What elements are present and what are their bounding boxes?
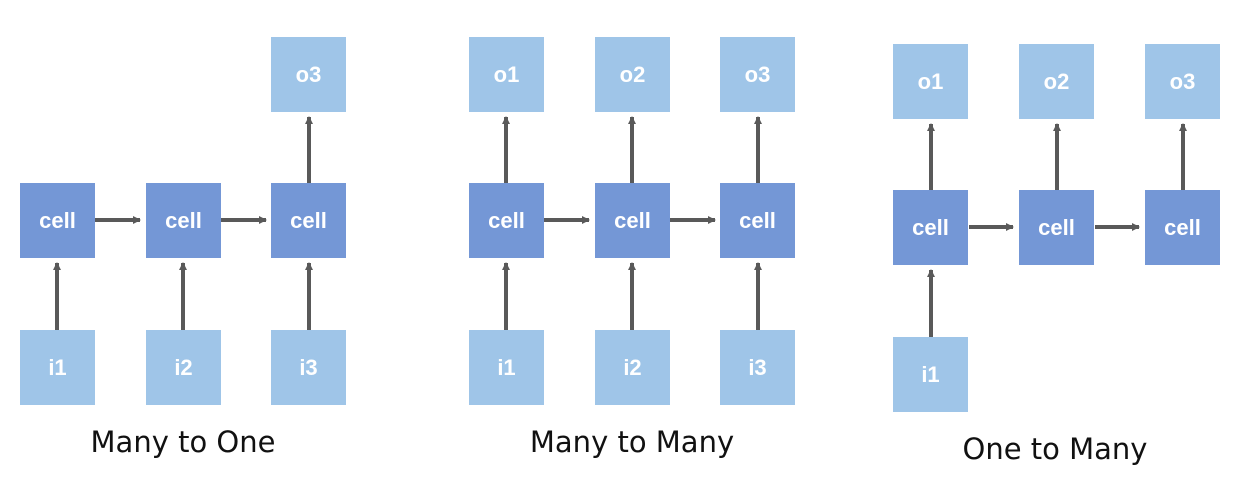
cell-box-3: cell xyxy=(720,183,795,258)
diagram-title-one-to-many: One to Many xyxy=(962,432,1148,466)
output-box-o3: o3 xyxy=(720,37,795,112)
output-box-o2: o2 xyxy=(595,37,670,112)
output-box-o3: o3 xyxy=(271,37,346,112)
cell-box-1: cell xyxy=(469,183,544,258)
input-box-i1: i1 xyxy=(893,337,968,412)
cell-box-2: cell xyxy=(146,183,221,258)
cell-box-3: cell xyxy=(271,183,346,258)
output-box-o1: o1 xyxy=(469,37,544,112)
input-box-i3: i3 xyxy=(271,330,346,405)
input-box-i1: i1 xyxy=(20,330,95,405)
cell-box-1: cell xyxy=(893,190,968,265)
cell-box-2: cell xyxy=(1019,190,1094,265)
diagram-title-many-to-many: Many to Many xyxy=(529,425,735,459)
cell-box-2: cell xyxy=(595,183,670,258)
input-box-i2: i2 xyxy=(595,330,670,405)
diagram-title-many-to-one: Many to One xyxy=(90,425,276,459)
input-box-i3: i3 xyxy=(720,330,795,405)
cell-box-3: cell xyxy=(1145,190,1220,265)
output-box-o1: o1 xyxy=(893,44,968,119)
input-box-i2: i2 xyxy=(146,330,221,405)
output-box-o2: o2 xyxy=(1019,44,1094,119)
output-box-o3: o3 xyxy=(1145,44,1220,119)
input-box-i1: i1 xyxy=(469,330,544,405)
cell-box-1: cell xyxy=(20,183,95,258)
